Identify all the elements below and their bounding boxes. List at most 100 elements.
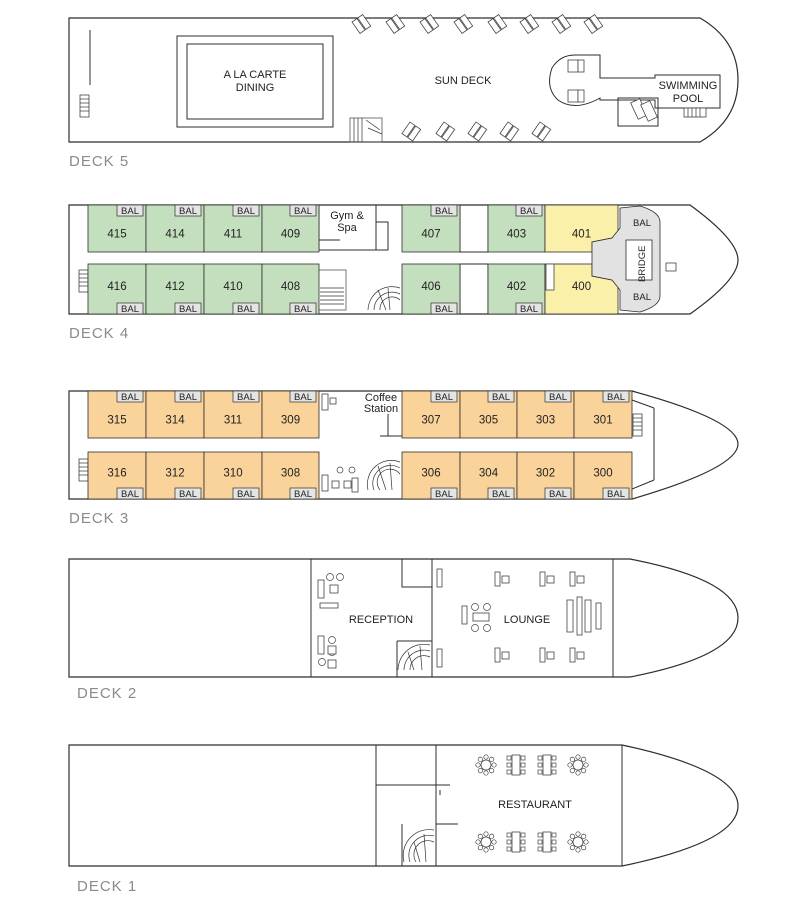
cabin-307[interactable]: BAL 307 bbox=[401, 390, 461, 439]
furniture bbox=[436, 568, 443, 588]
cabin-308-balcony bbox=[289, 487, 317, 500]
cabin-number: 415 bbox=[107, 229, 126, 241]
balcony-label: BAL bbox=[179, 206, 197, 217]
cabin-number: 307 bbox=[421, 415, 440, 427]
balcony-label: BAL bbox=[435, 304, 453, 315]
gym-label-line1: Gym & bbox=[330, 210, 364, 222]
restaurant-label: RESTAURANT bbox=[498, 799, 572, 811]
cabin-315[interactable]: BAL 315 bbox=[87, 390, 147, 439]
furniture bbox=[436, 648, 443, 668]
cabin-411[interactable]: BAL 411 bbox=[203, 204, 263, 253]
furniture bbox=[317, 635, 325, 655]
balcony-label: BAL bbox=[607, 489, 625, 500]
deck-4: Gym & Spa BAL415BAL414BAL411BAL409BAL407… bbox=[68, 204, 739, 342]
deck-3: Coffee Station BAL315BAL314BAL311BAL309B… bbox=[68, 390, 739, 527]
balcony-label: BAL bbox=[294, 304, 312, 315]
deck-4-stairs-aft bbox=[78, 269, 89, 293]
cabin-number: 311 bbox=[224, 415, 242, 427]
cabin-number: 401 bbox=[572, 229, 591, 241]
reception-label: RECEPTION bbox=[349, 614, 413, 626]
deck-1-tables bbox=[475, 754, 589, 853]
cabin-number: 411 bbox=[224, 229, 242, 241]
balcony-label: BAL bbox=[549, 392, 567, 403]
chair bbox=[318, 658, 326, 666]
furniture bbox=[317, 579, 325, 599]
deck-1-hull bbox=[68, 744, 739, 867]
cabin-number: 315 bbox=[107, 415, 126, 427]
bridge-bal-bottom: BAL bbox=[633, 292, 651, 303]
balcony-label: BAL bbox=[237, 206, 255, 217]
chair bbox=[336, 573, 344, 581]
sun-lounger bbox=[467, 121, 488, 142]
furniture bbox=[494, 647, 501, 663]
furniture bbox=[327, 659, 337, 669]
balcony-label: BAL bbox=[121, 392, 139, 403]
sun-lounger bbox=[401, 121, 422, 142]
sun-deck-label: SUN DECK bbox=[435, 75, 493, 87]
balcony-label: BAL bbox=[294, 206, 312, 217]
cabin-number: 400 bbox=[572, 281, 591, 293]
furniture bbox=[501, 575, 510, 584]
pool-label-line1: SWIMMING bbox=[659, 80, 718, 92]
cabin-312-balcony bbox=[174, 487, 202, 500]
cabin-406[interactable]: BAL 406 bbox=[401, 263, 461, 315]
balcony-label: BAL bbox=[492, 392, 510, 403]
long-table bbox=[506, 754, 526, 776]
furniture bbox=[576, 651, 585, 660]
sun-lounger bbox=[419, 13, 440, 35]
deck-5-label: DECK 5 bbox=[69, 153, 129, 170]
coffee-label-line1: Coffee bbox=[365, 392, 397, 404]
pool-label-line2: POOL bbox=[673, 93, 704, 105]
cabin-number: 308 bbox=[281, 468, 300, 480]
deck-5-stairs-aft bbox=[79, 94, 90, 118]
cabin-310-balcony bbox=[232, 487, 260, 500]
cabin-416-balcony bbox=[116, 302, 144, 315]
cabin-409-balcony bbox=[289, 204, 317, 217]
balcony-label: BAL bbox=[435, 392, 453, 403]
balcony-label: BAL bbox=[549, 489, 567, 500]
deck-3-seating bbox=[321, 393, 359, 493]
sun-lounger bbox=[551, 13, 572, 35]
furniture bbox=[539, 571, 546, 587]
sun-lounger bbox=[583, 13, 604, 35]
pool-outline bbox=[549, 54, 721, 109]
cabin-number: 410 bbox=[223, 281, 242, 293]
cabin-number: 402 bbox=[507, 281, 526, 293]
sun-lounger bbox=[487, 13, 508, 35]
deck-3-cabins: BAL315BAL314BAL311BAL309BAL307BAL305BAL3… bbox=[87, 390, 633, 500]
sun-loungers-top bbox=[351, 13, 604, 35]
chair bbox=[483, 624, 491, 632]
cabin-number: 406 bbox=[421, 281, 440, 293]
balcony-label: BAL bbox=[179, 304, 197, 315]
balcony-label: BAL bbox=[435, 206, 453, 217]
cabin-number: 312 bbox=[165, 468, 184, 480]
furniture bbox=[327, 645, 337, 655]
long-table bbox=[537, 754, 557, 776]
cabin-408-balcony bbox=[289, 302, 317, 315]
